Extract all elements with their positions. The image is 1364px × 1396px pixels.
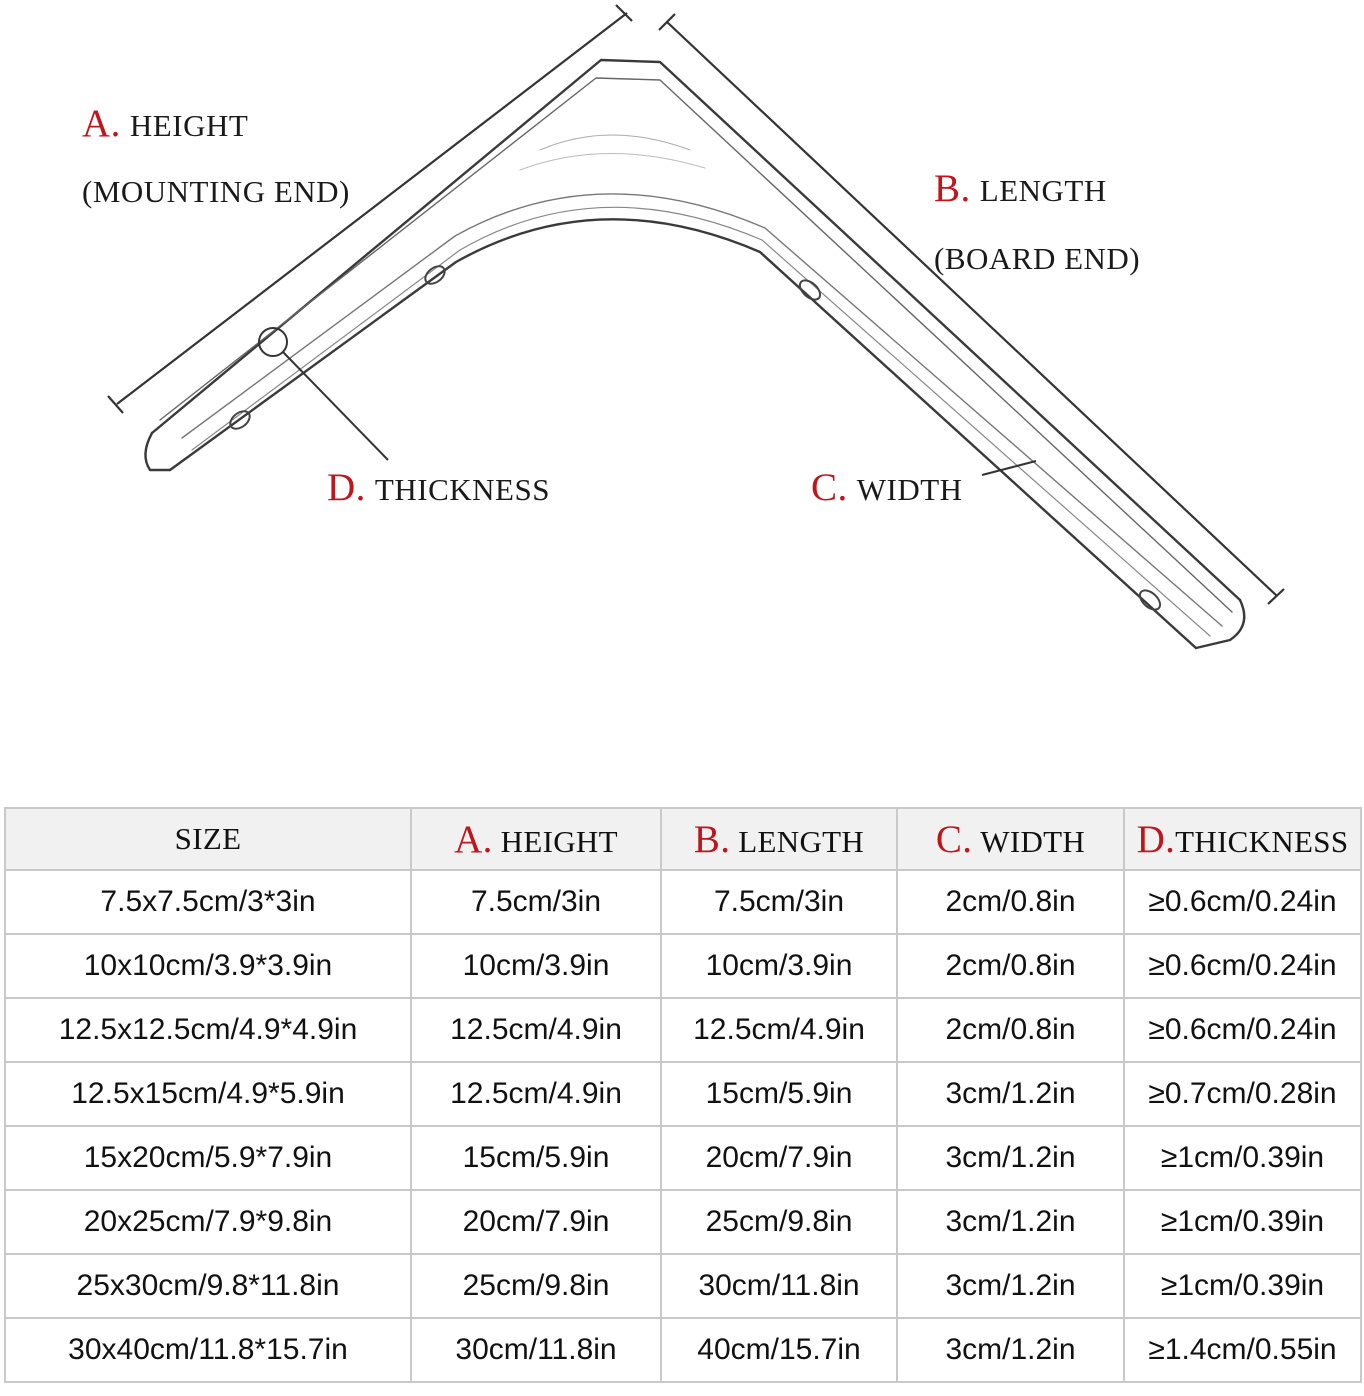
cell-length: 20cm/7.9in (660, 1125, 898, 1191)
cell-height: 12.5cm/4.9in (410, 1061, 662, 1127)
width-callout (981, 460, 1037, 476)
header-thickness: D.THICKNESS (1123, 807, 1362, 871)
length-sublabel: (BOARD END) (934, 241, 1141, 276)
table-row: 15x20cm/5.9*7.9in 15cm/5.9in 20cm/7.9in … (4, 1125, 1362, 1191)
cell-size: 7.5x7.5cm/3*3in (4, 869, 412, 935)
table-row: 10x10cm/3.9*3.9in 10cm/3.9in 10cm/3.9in … (4, 933, 1362, 999)
table-row: 7.5x7.5cm/3*3in 7.5cm/3in 7.5cm/3in 2cm/… (4, 869, 1362, 935)
table-row: 30x40cm/11.8*15.7in 30cm/11.8in 40cm/15.… (4, 1317, 1362, 1383)
header-height: A.HEIGHT (410, 807, 662, 871)
header-length: B.LENGTH (660, 807, 898, 871)
cell-thickness: ≥0.6cm/0.24in (1123, 997, 1362, 1063)
cell-height: 15cm/5.9in (410, 1125, 662, 1191)
cell-width: 2cm/0.8in (896, 869, 1125, 935)
cell-width: 3cm/1.2in (896, 1317, 1125, 1383)
cell-width: 3cm/1.2in (896, 1061, 1125, 1127)
thickness-label: D.THICKNESS (327, 466, 550, 509)
cell-thickness: ≥1cm/0.39in (1123, 1253, 1362, 1319)
cell-thickness: ≥0.6cm/0.24in (1123, 933, 1362, 999)
table-row: 25x30cm/9.8*11.8in 25cm/9.8in 30cm/11.8i… (4, 1253, 1362, 1319)
bracket-shape (144, 58, 1246, 650)
cell-height: 30cm/11.8in (410, 1317, 662, 1383)
cell-thickness: ≥1cm/0.39in (1123, 1125, 1362, 1191)
cell-size: 10x10cm/3.9*3.9in (4, 933, 412, 999)
cell-length: 10cm/3.9in (660, 933, 898, 999)
cell-length: 25cm/9.8in (660, 1189, 898, 1255)
table-row: 20x25cm/7.9*9.8in 20cm/7.9in 25cm/9.8in … (4, 1189, 1362, 1255)
cell-size: 15x20cm/5.9*7.9in (4, 1125, 412, 1191)
cell-length: 40cm/15.7in (660, 1317, 898, 1383)
header-size: SIZE (4, 807, 412, 871)
cell-thickness: ≥0.7cm/0.28in (1123, 1061, 1362, 1127)
cell-width: 2cm/0.8in (896, 933, 1125, 999)
cell-thickness: ≥1.4cm/0.55in (1123, 1317, 1362, 1383)
cell-height: 12.5cm/4.9in (410, 997, 662, 1063)
cell-width: 3cm/1.2in (896, 1125, 1125, 1191)
width-label: C.WIDTH (811, 466, 963, 509)
cell-width: 3cm/1.2in (896, 1189, 1125, 1255)
cell-size: 20x25cm/7.9*9.8in (4, 1189, 412, 1255)
bracket-diagram (107, 4, 1285, 650)
length-dimension-line (658, 13, 1285, 605)
cell-height: 7.5cm/3in (410, 869, 662, 935)
cell-length: 15cm/5.9in (660, 1061, 898, 1127)
height-sublabel: (MOUNTING END) (82, 174, 350, 209)
header-width: C.WIDTH (896, 807, 1125, 871)
cell-size: 25x30cm/9.8*11.8in (4, 1253, 412, 1319)
height-label: A.HEIGHT (82, 102, 249, 145)
cell-height: 10cm/3.9in (410, 933, 662, 999)
cell-width: 3cm/1.2in (896, 1253, 1125, 1319)
cell-length: 12.5cm/4.9in (660, 997, 898, 1063)
cell-thickness: ≥0.6cm/0.24in (1123, 869, 1362, 935)
cell-height: 20cm/7.9in (410, 1189, 662, 1255)
cell-size: 30x40cm/11.8*15.7in (4, 1317, 412, 1383)
height-dimension-line (107, 4, 633, 414)
table-row: 12.5x12.5cm/4.9*4.9in 12.5cm/4.9in 12.5c… (4, 997, 1362, 1063)
table-header-row: SIZE A.HEIGHT B.LENGTH C.WIDTH D.THICKNE… (4, 807, 1362, 871)
cell-height: 25cm/9.8in (410, 1253, 662, 1319)
size-table: SIZE A.HEIGHT B.LENGTH C.WIDTH D.THICKNE… (4, 807, 1362, 1383)
cell-size: 12.5x15cm/4.9*5.9in (4, 1061, 412, 1127)
thickness-callout (258, 327, 389, 461)
cell-width: 2cm/0.8in (896, 997, 1125, 1063)
cell-length: 30cm/11.8in (660, 1253, 898, 1319)
table-row: 12.5x15cm/4.9*5.9in 12.5cm/4.9in 15cm/5.… (4, 1061, 1362, 1127)
cell-size: 12.5x12.5cm/4.9*4.9in (4, 997, 412, 1063)
cell-length: 7.5cm/3in (660, 869, 898, 935)
cell-thickness: ≥1cm/0.39in (1123, 1189, 1362, 1255)
screw-holes (229, 265, 1162, 611)
length-label: B.LENGTH (934, 167, 1107, 210)
